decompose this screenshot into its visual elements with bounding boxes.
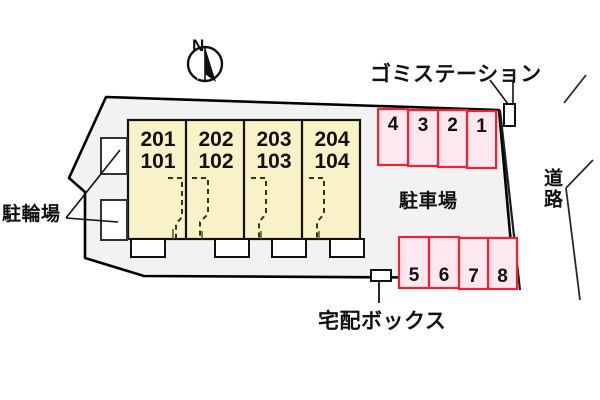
unit-label-1: 201 101	[131, 128, 185, 174]
parking-stall-7: 7	[468, 266, 479, 287]
bicycle-parking-leader-upper	[65, 149, 121, 219]
unit-upper-202: 202	[198, 128, 234, 151]
parking-row-south	[397, 235, 519, 291]
parking-row-north	[376, 107, 498, 170]
unit-upper-204: 204	[314, 128, 350, 151]
building-edge-ticks	[172, 229, 320, 239]
unit-lower-104: 104	[314, 150, 350, 174]
unit-label-2: 202 102	[189, 128, 243, 174]
parking-stall-2: 2	[447, 115, 458, 136]
bicycle-parking-label: 駐輪場	[2, 204, 61, 225]
road-label: 道路	[541, 168, 562, 210]
parking-stall-3: 3	[417, 115, 429, 136]
delivery-box-label: 宅配ボックス	[318, 310, 447, 333]
bicycle-parking-leader-lower	[65, 217, 119, 223]
parking-stall-6: 6	[438, 265, 450, 286]
unit-label-3: 203 103	[247, 128, 301, 174]
trash-station-box	[503, 103, 516, 127]
north-compass-icon	[186, 45, 224, 83]
parking-stall-1: 1	[476, 116, 487, 137]
unit-stair-outlines	[168, 177, 325, 238]
road-far-side-lower	[565, 159, 594, 189]
unit-upper-201: 201	[140, 128, 176, 151]
parking-lot-label: 駐車場	[399, 191, 458, 212]
trash-station-label: ゴミステーション	[370, 63, 542, 86]
unit-lower-103: 103	[256, 150, 292, 174]
parking-stall-5: 5	[408, 265, 420, 286]
unit-lower-102: 102	[198, 150, 234, 174]
road-far-side-vertical	[565, 187, 581, 301]
unit-label-4: 204 104	[305, 128, 359, 174]
entrance-porches	[130, 238, 365, 258]
unit-upper-203: 203	[256, 128, 292, 151]
parking-stall-4: 4	[387, 114, 399, 135]
trash-station-leader	[489, 79, 509, 105]
parking-stall-8: 8	[497, 266, 508, 287]
delivery-box	[370, 269, 392, 282]
road-far-side-upper	[563, 74, 587, 104]
bicycle-parking-box-lower	[100, 199, 128, 241]
compass-north-label: N	[192, 36, 205, 55]
unit-lower-101: 101	[140, 150, 176, 174]
